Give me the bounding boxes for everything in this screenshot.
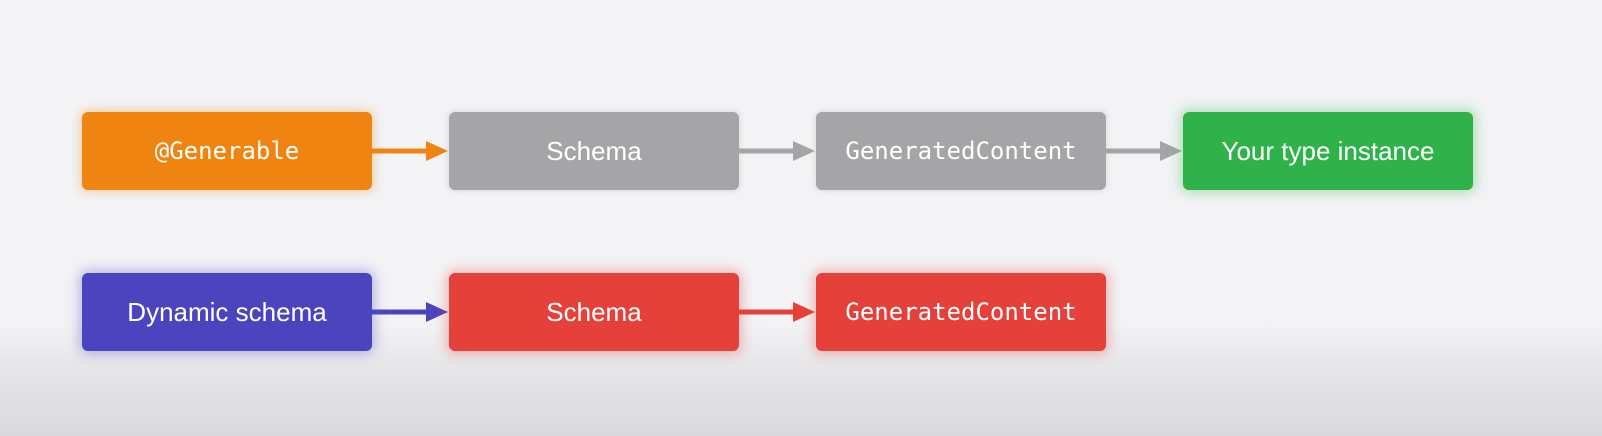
flow-row-dynamic-schema: Dynamic schema Schema GeneratedContent (0, 273, 1602, 351)
node-schema: Schema (449, 273, 739, 351)
arrow-right-icon (372, 302, 448, 322)
node-generated-content: GeneratedContent (816, 112, 1106, 190)
arrow-right-icon (1106, 141, 1182, 161)
arrow-right-icon (739, 302, 815, 322)
node-generated-content: GeneratedContent (816, 273, 1106, 351)
node-dynamic-schema: Dynamic schema (82, 273, 372, 351)
node-schema: Schema (449, 112, 739, 190)
flow-row-generable: @Generable Schema GeneratedContent Your … (0, 112, 1602, 190)
node-generable: @Generable (82, 112, 372, 190)
arrow-right-icon (372, 141, 448, 161)
arrow-right-icon (739, 141, 815, 161)
node-your-type-instance: Your type instance (1183, 112, 1473, 190)
